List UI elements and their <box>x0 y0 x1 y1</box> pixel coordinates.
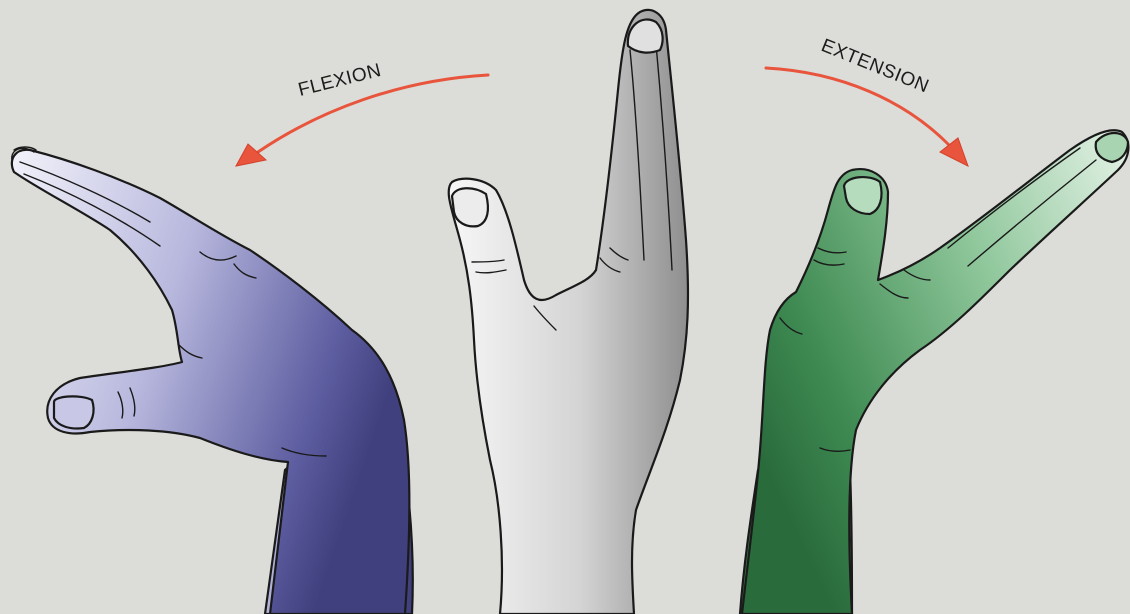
hand-flexed-down-icon <box>12 147 413 614</box>
flexion-arrow-shaft <box>258 75 488 152</box>
extension-arrow <box>766 68 968 166</box>
extension-label: EXTENSION <box>818 35 932 97</box>
hand-extended-back-icon <box>740 130 1128 614</box>
hand-neutral-upright-icon <box>449 10 688 614</box>
curved-arrow-left-icon <box>236 144 266 166</box>
flexion-arrow <box>236 75 488 166</box>
flexion-label: FLEXION <box>296 60 383 101</box>
